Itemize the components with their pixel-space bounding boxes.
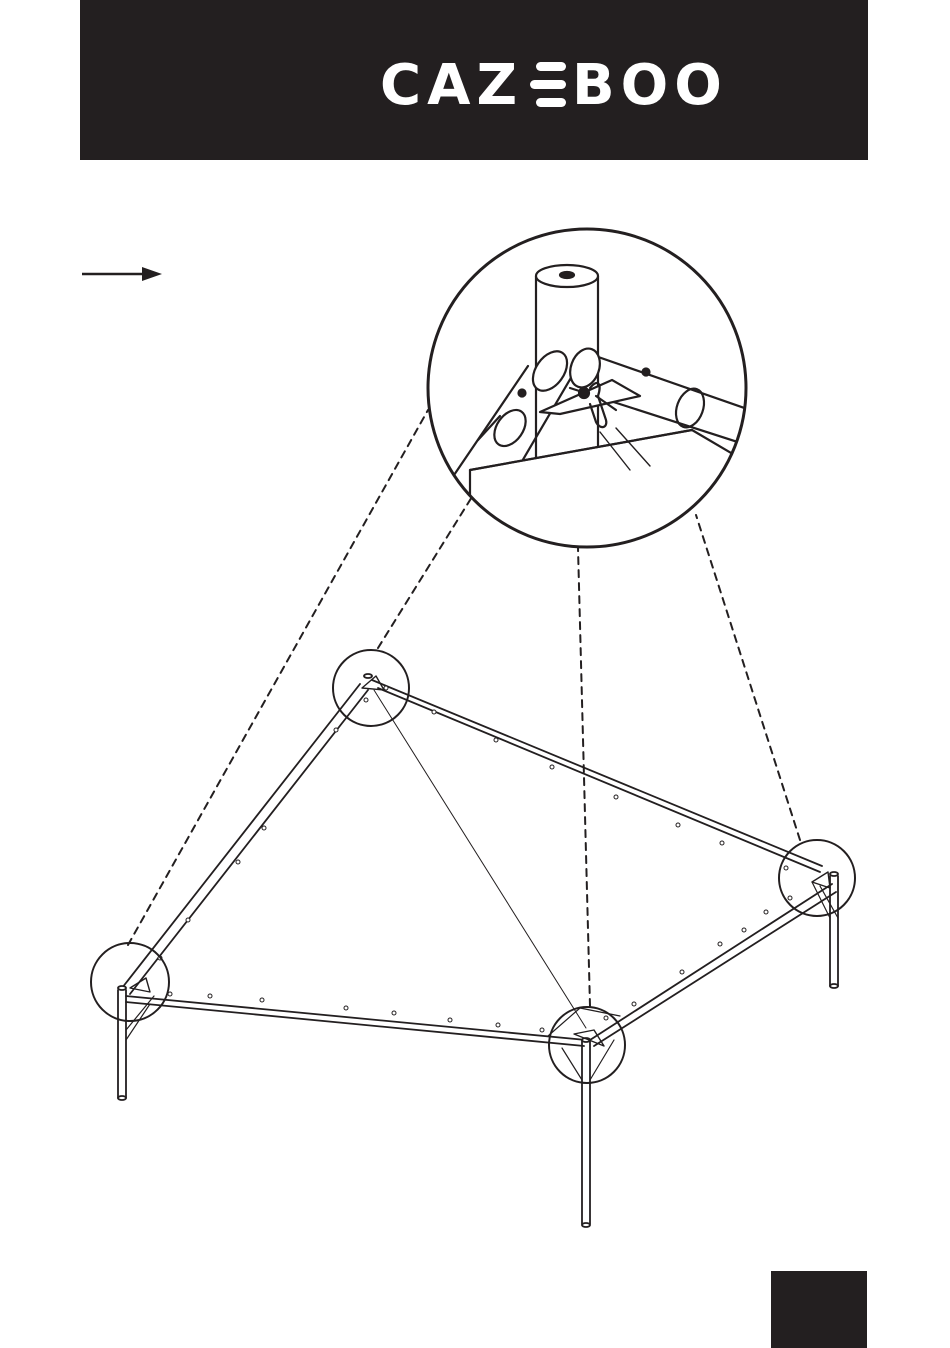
detail-magnifier bbox=[428, 229, 760, 560]
corner-highlight-circles bbox=[91, 650, 855, 1083]
canopy-frame bbox=[122, 680, 836, 1046]
page-number-box bbox=[771, 1271, 867, 1348]
